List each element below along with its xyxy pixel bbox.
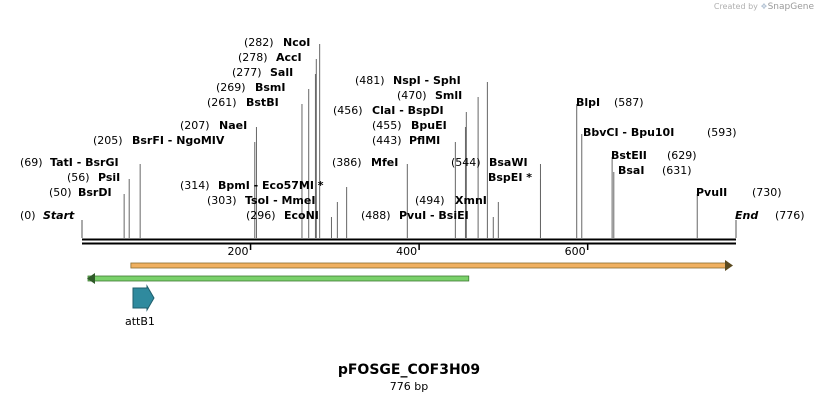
site-name-smli: SmlI xyxy=(435,89,462,102)
site-pos-acci: (278) xyxy=(238,51,268,64)
site-pos-pvuii: (730) xyxy=(752,186,782,199)
attb1-label: attB1 xyxy=(125,315,155,328)
site-pos-bstbi: (261) xyxy=(207,96,237,109)
ruler-label-200: 200 xyxy=(228,245,249,258)
site-name-bstbi: BstBI xyxy=(246,96,279,109)
site-name-sali: SalI xyxy=(270,66,293,79)
site-pos-bsrdi: (50) xyxy=(49,186,72,199)
site-pos-pvui-bsiei: (488) xyxy=(361,209,391,222)
site-pos-bsawi: (544) xyxy=(451,156,481,169)
start-label: Start xyxy=(43,209,75,222)
site-name-mfei: MfeI xyxy=(371,156,398,169)
orange-feature-arrowhead xyxy=(725,260,733,271)
site-pos-nspi-sphi: (481) xyxy=(355,74,385,87)
site-pos-bsteii: (629) xyxy=(667,149,697,162)
site-pos-mfei: (386) xyxy=(332,156,362,169)
site-name-xmni: XmnI xyxy=(455,194,487,207)
site-name-bsmi: BsmI xyxy=(255,81,286,94)
green-feature-bar xyxy=(87,275,470,282)
site-pos-sali: (277) xyxy=(232,66,262,79)
site-name-bsrfi-ngomiv: BsrFI - NgoMIV xyxy=(132,134,225,147)
site-name-bpmi-eco57mi: BpmI - Eco57MI * xyxy=(218,179,324,192)
site-pos-psii: (56) xyxy=(67,171,90,184)
site-name-nspi-sphi: NspI - SphI xyxy=(393,74,461,87)
end-label: End xyxy=(735,209,758,222)
ruler-label-400: 400 xyxy=(396,245,417,258)
site-name-tsoi-mmei: TsoI - MmeI xyxy=(245,194,315,207)
site-pos-bsmi: (269) xyxy=(216,81,246,94)
site-pos-tati-bsrgi: (69) xyxy=(20,156,43,169)
site-pos-naei: (207) xyxy=(180,119,210,132)
site-pos-bsrfi-ngomiv: (205) xyxy=(93,134,123,147)
start-position-label: (0) xyxy=(20,209,36,222)
snapgene-logo-icon: ❖ xyxy=(760,2,768,11)
site-name-blpi: BlpI xyxy=(576,96,600,109)
credit-prefix: Created by xyxy=(713,2,758,11)
site-name-pflmi: PflMI xyxy=(409,134,440,147)
site-pos-bsai: (631) xyxy=(662,164,692,177)
site-pos-blpi: (587) xyxy=(614,96,644,109)
site-name-ncoi: NcoI xyxy=(283,36,310,49)
site-pos-smli: (470) xyxy=(397,89,427,102)
site-name-tati-bsrgi: TatI - BsrGI xyxy=(50,156,119,169)
site-name-bsai: BsaI xyxy=(618,164,644,177)
green-feature-arrowhead xyxy=(87,273,95,284)
site-pos-ncoi: (282) xyxy=(244,36,274,49)
plasmid-size: 776 bp xyxy=(389,380,429,393)
snapgene-credit: Created by ❖SnapGene xyxy=(714,2,814,12)
attb1-feature-arrow xyxy=(132,284,155,312)
site-name-econi: EcoNI xyxy=(284,209,319,222)
site-name-bsrdi: BsrDI xyxy=(78,186,112,199)
site-name-pvuii: PvuII xyxy=(696,186,727,199)
site-name-bspei: BspEI * xyxy=(488,171,532,184)
site-name-pvui-bsiei: PvuI - BsiEI xyxy=(399,209,469,222)
site-pos-tsoi-mmei: (303) xyxy=(207,194,237,207)
end-position-label: (776) xyxy=(775,209,805,222)
site-pos-bpuei: (455) xyxy=(372,119,402,132)
plasmid-title: pFOSGE_COF3H09 xyxy=(337,362,481,378)
site-name-clai-bspdi: ClaI - BspDI xyxy=(372,104,444,117)
site-name-acci: AccI xyxy=(276,51,302,64)
credit-brand: SnapGene xyxy=(767,2,814,12)
ruler-label-600: 600 xyxy=(565,245,586,258)
site-pos-xmni: (494) xyxy=(415,194,445,207)
site-name-bbvci-bpu10i: BbvCI - Bpu10I xyxy=(583,126,674,139)
site-name-naei: NaeI xyxy=(219,119,247,132)
site-name-bsteii: BstEII xyxy=(611,149,647,162)
site-pos-clai-bspdi: (456) xyxy=(333,104,363,117)
features: attB1 xyxy=(87,260,733,328)
site-pos-bpmi-eco57mi: (314) xyxy=(180,179,210,192)
site-pos-bbvci-bpu10i: (593) xyxy=(707,126,737,139)
site-name-bsawi: BsaWI xyxy=(489,156,528,169)
site-name-psii: PsiI xyxy=(98,171,120,184)
restriction-sites: (0) Start End (776) (282) NcoI (278) AccI (277) S… xyxy=(20,36,805,238)
site-pos-econi: (296) xyxy=(246,209,276,222)
site-name-bpuei: BpuEI xyxy=(411,119,447,132)
orange-feature-bar xyxy=(130,262,727,269)
ruler: 200 400 600 xyxy=(228,243,589,258)
site-pos-pflmi: (443) xyxy=(372,134,402,147)
